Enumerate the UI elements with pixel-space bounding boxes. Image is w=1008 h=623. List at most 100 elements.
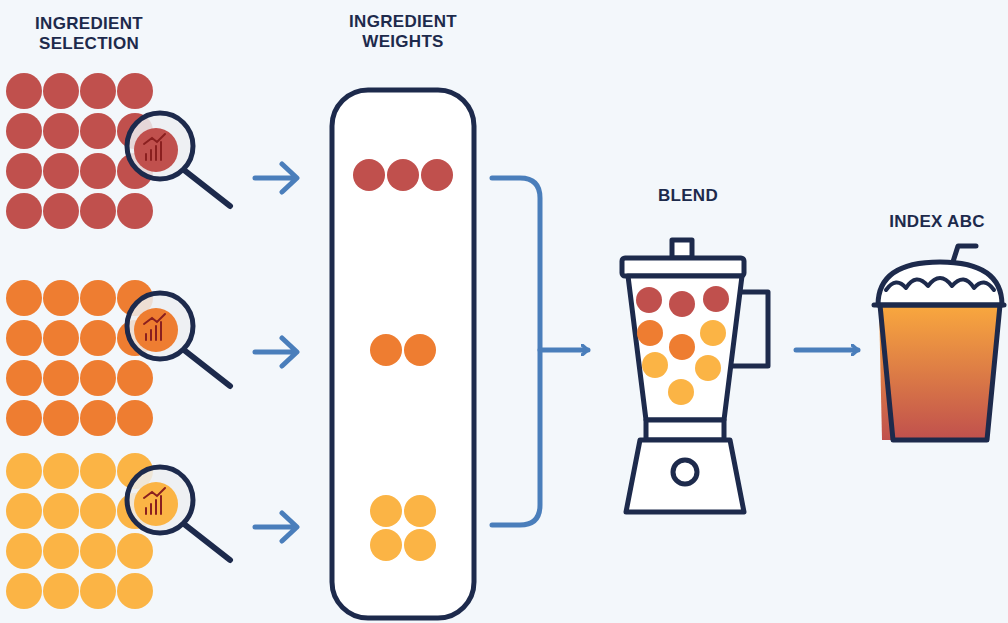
ingredient-dot: [80, 73, 116, 109]
ingredient-dot: [43, 153, 79, 189]
dot: [404, 529, 436, 561]
blender-collar: [646, 420, 724, 440]
blender-knob: [672, 240, 692, 258]
ingredient-dot: [80, 400, 116, 436]
weight-dots: [353, 159, 453, 561]
magnifier-handle: [184, 524, 230, 560]
ingredient-dot: [80, 493, 116, 529]
dot: [642, 352, 668, 378]
section-heading: INGREDIENT SELECTION: [4, 14, 174, 54]
magnifiers: [127, 113, 230, 560]
ingredient-dot: [43, 493, 79, 529]
magnifier-glass: [127, 113, 193, 179]
dot: [404, 334, 436, 366]
ingredient-dot: [117, 533, 153, 569]
magnifier-handle: [184, 170, 230, 206]
magnifier-handle: [184, 350, 230, 386]
smoothie-cup-icon: [874, 246, 1004, 440]
dot: [370, 334, 402, 366]
dot: [637, 320, 663, 346]
dot: [703, 286, 729, 312]
ingredient-dot: [80, 533, 116, 569]
ingredient-dot: [117, 73, 153, 109]
ingredient-dot: [6, 193, 42, 229]
ingredient-dot: [6, 533, 42, 569]
ingredient-dot: [43, 360, 79, 396]
dot: [669, 334, 695, 360]
ingredient-dot: [117, 400, 153, 436]
ingredient-dot: [6, 493, 42, 529]
dot: [668, 379, 694, 405]
dot: [353, 159, 385, 191]
magnifier: [127, 293, 230, 386]
selection-arrows: [255, 164, 297, 541]
magnifier-glass: [127, 467, 193, 533]
ingredient-dot: [117, 573, 153, 609]
ingredient-dot: [6, 573, 42, 609]
node-heading: INDEX ABC: [868, 212, 1006, 232]
ingredient-dot: [43, 280, 79, 316]
arrow: [255, 338, 297, 366]
ingredient-dot: [80, 280, 116, 316]
magnifier: [127, 467, 230, 560]
whipped-cream: [886, 278, 994, 290]
magnified-dot: [134, 128, 178, 172]
blender-jar: [628, 276, 742, 420]
ingredient-dot: [6, 113, 42, 149]
index-node: INDEX ABC: [868, 212, 1006, 444]
chart-icon: [144, 134, 165, 160]
cup-fill: [879, 305, 1000, 440]
weights-panel: [332, 90, 474, 618]
dot: [404, 495, 436, 527]
arrow: [255, 164, 297, 192]
blender-icon: [622, 240, 768, 512]
ingredient-dot: [43, 453, 79, 489]
ingredient-dot: [6, 73, 42, 109]
blender-handle: [730, 292, 768, 366]
node-heading: INGREDIENT WEIGHTS: [322, 12, 484, 52]
dot: [387, 159, 419, 191]
chart-icon: [144, 314, 165, 340]
blender-base: [626, 440, 744, 512]
flow-arrow: [796, 348, 858, 353]
magnifier-glass: [127, 293, 193, 359]
ingredient-dot: [80, 573, 116, 609]
ingredient-dot: [117, 193, 153, 229]
ingredient-dot: [43, 533, 79, 569]
ingredient-dot: [43, 193, 79, 229]
blender-button: [673, 460, 697, 484]
magnified-dot: [134, 482, 178, 526]
ingredient-dot: [43, 320, 79, 356]
flow-arrow: [540, 348, 588, 353]
ingredient-dot: [80, 453, 116, 489]
ingredient-dot: [80, 113, 116, 149]
blender-contents: [636, 286, 729, 405]
ingredient-dot: [80, 193, 116, 229]
blend-node: BLEND: [598, 186, 778, 516]
dot: [636, 287, 662, 313]
node-heading: BLEND: [598, 186, 778, 206]
ingredient-dot: [80, 320, 116, 356]
cup-rim: [874, 303, 1004, 308]
weights-panel-node: INGREDIENT WEIGHTS: [322, 12, 484, 620]
dot: [700, 320, 726, 346]
ingredient-dot: [117, 360, 153, 396]
ingredient-dot: [6, 400, 42, 436]
magnifier: [127, 113, 230, 206]
chart-icon: [144, 488, 165, 514]
cup-lid: [878, 262, 1002, 305]
ingredient-dot: [6, 280, 42, 316]
dot: [421, 159, 453, 191]
ingredient-dot: [6, 153, 42, 189]
dot: [370, 529, 402, 561]
dot: [370, 495, 402, 527]
ingredient-dot: [43, 113, 79, 149]
ingredient-dot: [6, 320, 42, 356]
ingredient-dot: [6, 453, 42, 489]
ingredient-dot: [6, 360, 42, 396]
cup-body: [880, 305, 1000, 440]
ingredient-dot: [43, 73, 79, 109]
dot: [695, 355, 721, 381]
